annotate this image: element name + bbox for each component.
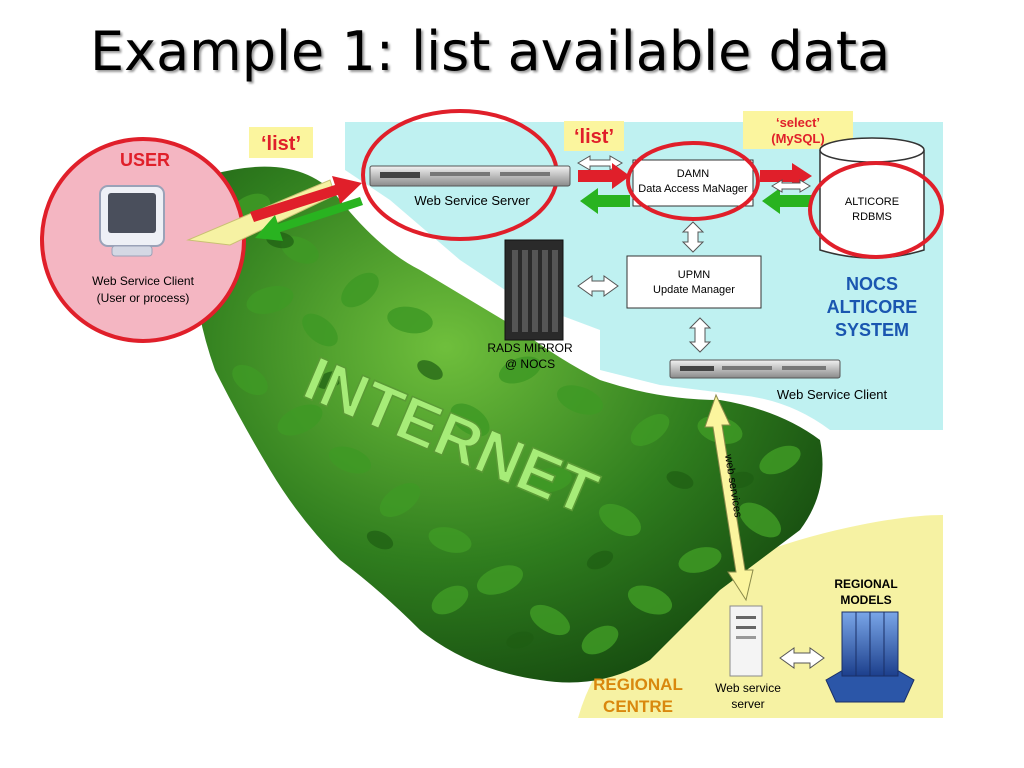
damn-alticore-double-arrow <box>771 179 811 193</box>
supercomputer-icon <box>825 611 915 703</box>
upmn-client-double-arrow <box>688 317 712 353</box>
nocs-line1: NOCS <box>846 274 898 294</box>
server-rack-icon <box>369 165 571 187</box>
damn-highlight-circle <box>626 141 760 221</box>
server-damn-red-arrow <box>578 163 630 189</box>
rads-upmn-double-arrow <box>577 275 619 297</box>
damn-upmn-double-arrow <box>681 221 705 253</box>
damn-server-green-arrow <box>580 188 630 214</box>
internet-foliage <box>194 166 823 683</box>
damn-box <box>632 159 754 207</box>
regional-server-icon <box>729 605 763 677</box>
response-arrow-green <box>255 197 363 241</box>
list-label-right: ‘list’ <box>574 126 614 148</box>
web-services-arrow <box>704 393 754 602</box>
alticore-damn-green-arrow <box>762 188 812 214</box>
web-service-client-label: Web Service Client <box>777 387 888 402</box>
user-client-line2: (User or process) <box>97 291 190 305</box>
user-heading: USER <box>120 150 170 170</box>
server-damn-double-arrow <box>577 155 623 171</box>
list-label-left: ‘list’ <box>261 133 301 155</box>
web-service-server-label: Web Service Server <box>414 193 530 208</box>
upmn-line2: Update Manager <box>653 284 735 296</box>
page-title: Example 1: list available data <box>90 20 891 83</box>
nocs-line2: ALTICORE <box>827 297 918 317</box>
regional-web-service-line2: server <box>731 697 764 711</box>
user-highlight-circle <box>40 137 246 343</box>
select-line2: (MySQL) <box>771 131 824 146</box>
regional-centre-line1: REGIONAL <box>593 675 683 694</box>
rads-line2: @ NOCS <box>505 357 555 371</box>
computer-icon <box>99 185 165 257</box>
database-highlight-circle <box>808 161 944 259</box>
damn-line1: DAMN <box>677 168 709 180</box>
select-line1: ‘select’ <box>776 115 820 130</box>
alticore-line1: ALTICORE <box>845 196 899 208</box>
regional-models-line1: REGIONAL <box>834 577 897 591</box>
regional-web-service-line1: Web service <box>715 681 781 695</box>
damn-line2: Data Access MaNager <box>638 183 748 195</box>
upmn-line1: UPMN <box>678 269 710 281</box>
user-client-line1: Web Service Client <box>92 274 194 288</box>
client-rack-icon <box>669 359 841 379</box>
request-arrow-red <box>250 176 362 222</box>
list-label-left-bg <box>249 127 313 158</box>
alticore-line2: RDBMS <box>852 211 892 223</box>
list-label-right-bg <box>564 121 624 151</box>
rads-tower-icon <box>504 239 564 341</box>
server-models-double-arrow <box>779 647 825 669</box>
regional-models-line2: MODELS <box>840 593 891 607</box>
regional-centre-line2: CENTRE <box>603 697 673 716</box>
nocs-line3: SYSTEM <box>835 320 909 340</box>
upmn-box <box>626 255 762 309</box>
rads-line1: RADS MIRROR <box>487 341 573 355</box>
